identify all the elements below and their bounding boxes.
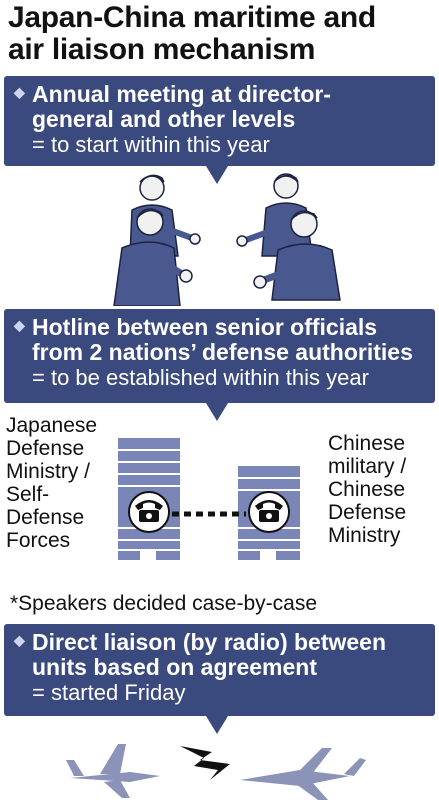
label-line: Ministry — [328, 524, 401, 547]
callout-pointer — [206, 403, 228, 421]
label-line: Defense — [328, 501, 407, 524]
callout-pointer — [206, 166, 228, 184]
lightning-bolt-icon — [180, 746, 230, 780]
heading-line-2: from 2 nations’ defense authorities — [32, 339, 413, 365]
fighter-jet-icon — [240, 748, 366, 800]
section-heading: ◆ Annual meeting at director- general an… — [14, 82, 425, 132]
section-heading: ◆ Hotline between senior officials from … — [14, 315, 425, 365]
heading-line-2: units based on agreement — [32, 654, 318, 680]
label-line: Defense — [6, 506, 85, 529]
infographic-title: Japan-China maritime and air liaison mec… — [8, 2, 433, 66]
china-side-label: Chinese military / Chinese Defense Minis… — [328, 432, 406, 547]
section-annual-meeting: ◆ Annual meeting at director- general an… — [4, 76, 435, 166]
label-line: Defense — [6, 437, 85, 460]
label-line: Ministry / — [6, 460, 90, 483]
label-line: Japanese — [6, 414, 98, 437]
diamond-bullet-icon: ◆ — [14, 84, 25, 100]
title-line-2: air liaison mechanism — [8, 33, 316, 66]
label-line: Chinese — [328, 478, 406, 501]
section-status: = to be established within this year — [32, 365, 369, 390]
heading-line-1: Direct liaison (by radio) between — [32, 629, 387, 655]
label-line: Chinese — [328, 432, 406, 455]
heading-line-2: general and other levels — [32, 106, 296, 132]
heading-line-1: Annual meeting at director- — [32, 81, 332, 107]
fighter-jet-icon — [66, 744, 160, 798]
label-line: military / — [328, 455, 407, 478]
diamond-bullet-icon: ◆ — [14, 632, 25, 648]
heading-line-1: Hotline between senior officials — [32, 314, 378, 340]
section-hotline: ◆ Hotline between senior officials from … — [4, 309, 435, 403]
businessmen-meeting-illustration — [113, 173, 341, 306]
section-heading: ◆ Direct liaison (by radio) between unit… — [14, 630, 425, 680]
label-line: Forces — [6, 529, 71, 552]
telephone-icon — [248, 491, 290, 533]
section-direct-liaison: ◆ Direct liaison (by radio) between unit… — [4, 624, 435, 716]
hotline-illustration — [118, 438, 300, 560]
speakers-note: *Speakers decided case-by-case — [10, 592, 318, 615]
section-status: = started Friday — [32, 680, 186, 705]
telephone-icon — [128, 491, 170, 533]
label-line: Self- — [6, 483, 50, 506]
title-line-1: Japan-China maritime and — [8, 1, 376, 34]
callout-pointer — [206, 716, 228, 734]
aircraft-radio-illustration — [66, 744, 366, 800]
section-status: = to start within this year — [32, 132, 270, 157]
japan-side-label: Japanese Defense Ministry / Self- Defens… — [6, 414, 97, 552]
diamond-bullet-icon: ◆ — [14, 317, 25, 333]
